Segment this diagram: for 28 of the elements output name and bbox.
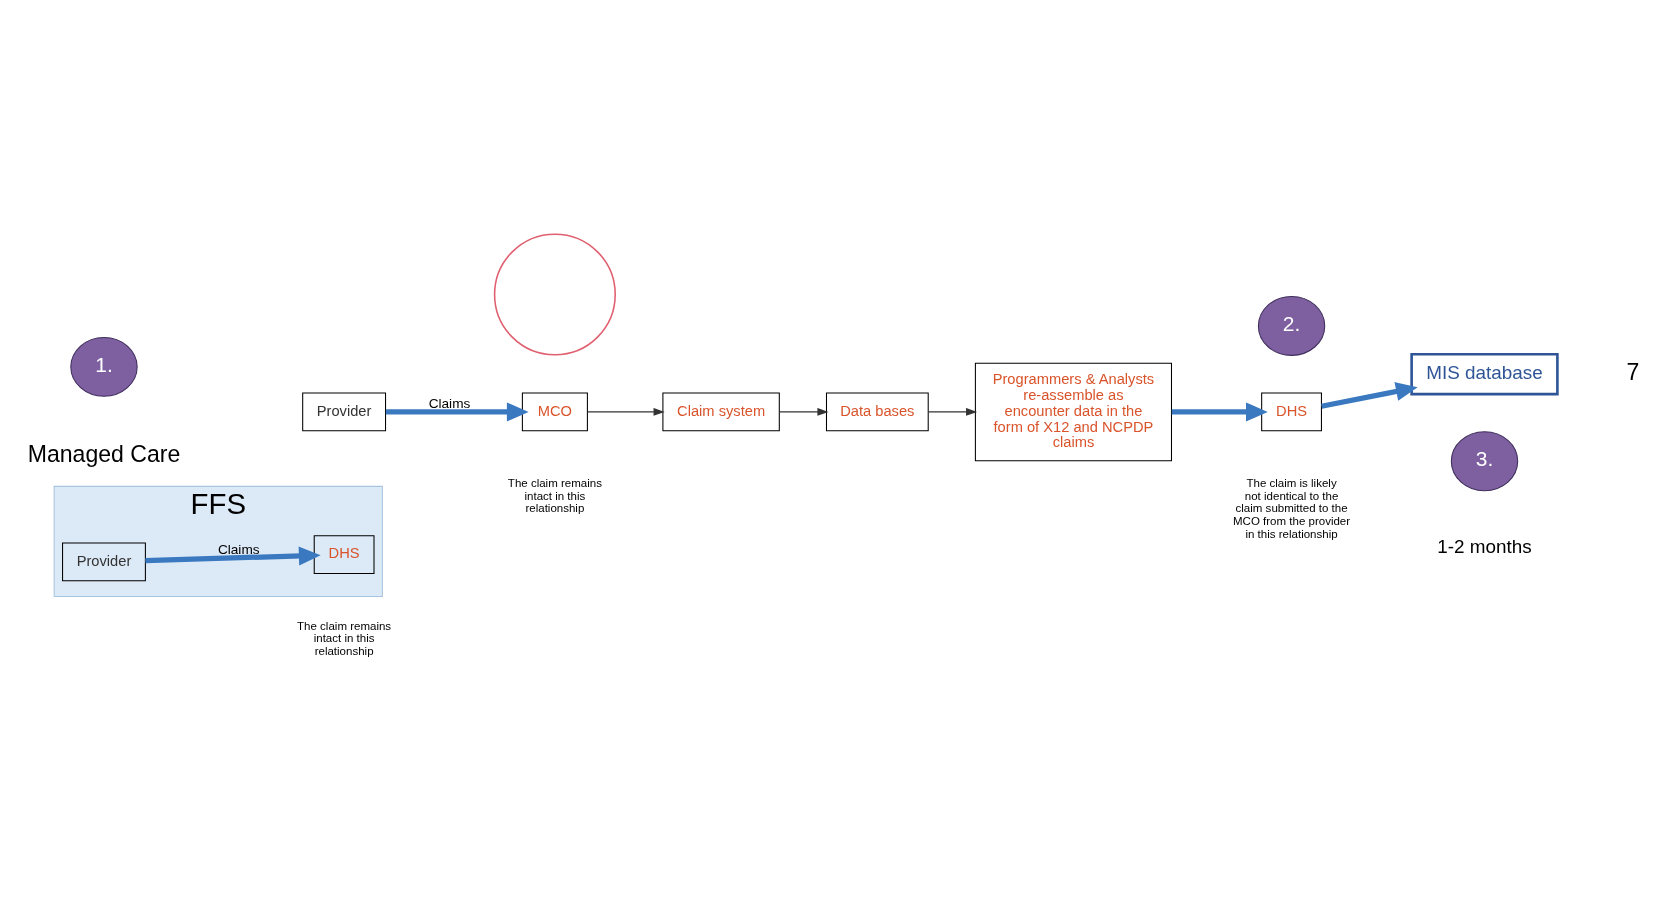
node-box: MCO bbox=[521, 392, 588, 432]
node-circle bbox=[493, 233, 616, 356]
node-ellipse: 1. bbox=[70, 336, 138, 397]
node-box: DHS bbox=[1261, 392, 1322, 432]
node-box: Provider bbox=[62, 542, 146, 582]
label: The claim is likely not identical to the claim submitted to the MCO from the provider in this relationship bbox=[1233, 477, 1351, 540]
node-box: DHS bbox=[313, 535, 375, 574]
arrow bbox=[1171, 402, 1268, 422]
node-ellipse: 2. bbox=[1257, 296, 1326, 356]
node-box: Data bases bbox=[825, 392, 929, 432]
node-ellipse: 3. bbox=[1450, 431, 1519, 492]
edge-label: Claims bbox=[217, 541, 260, 557]
node-box: Programmers & Analysts re-assemble as encounter data in the form of X12 and NCPDP claims bbox=[974, 362, 1172, 462]
arrow bbox=[586, 408, 665, 416]
edge-label: Claims bbox=[428, 396, 471, 412]
arrow bbox=[1321, 382, 1418, 409]
node-label: 1-2 months bbox=[1437, 535, 1532, 557]
label: 7 bbox=[1626, 359, 1640, 386]
node-box: Claim system bbox=[662, 392, 780, 432]
label: Managed Care bbox=[27, 440, 181, 467]
arrow bbox=[927, 408, 978, 416]
arrow bbox=[385, 402, 529, 422]
arrow bbox=[778, 408, 829, 416]
node-box: Provider bbox=[302, 392, 387, 432]
label: The claim remains intact in this relationship bbox=[297, 619, 392, 658]
node-box: MIS database bbox=[1410, 352, 1559, 396]
arrow bbox=[145, 546, 321, 566]
label: The claim remains intact in this relationship bbox=[507, 477, 602, 515]
